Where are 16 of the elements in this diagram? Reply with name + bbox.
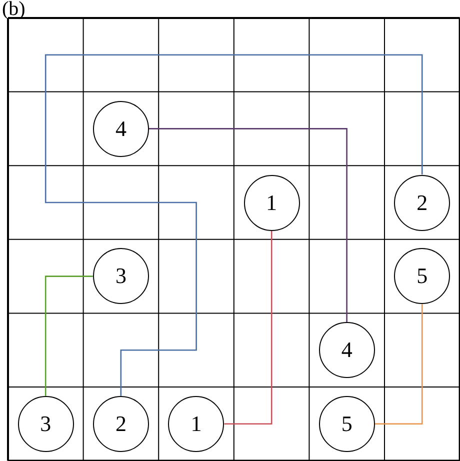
number-circle: 5 <box>318 396 375 452</box>
number-circle: 3 <box>92 248 149 304</box>
number-circle: 5 <box>394 248 450 304</box>
number-circle: 3 <box>18 396 74 452</box>
number-circle: 1 <box>168 396 224 452</box>
panel-label: (b) <box>2 0 26 21</box>
number-circle: 4 <box>92 100 149 157</box>
number-circle: 2 <box>394 174 450 230</box>
number-circle: 2 <box>92 396 149 452</box>
connector-line <box>44 54 423 396</box>
connector-line <box>374 304 423 425</box>
number-circle: 1 <box>244 174 300 230</box>
connector-line <box>148 128 348 322</box>
connector-line <box>224 230 272 425</box>
connector-line <box>44 276 93 396</box>
number-circle: 4 <box>318 322 375 378</box>
